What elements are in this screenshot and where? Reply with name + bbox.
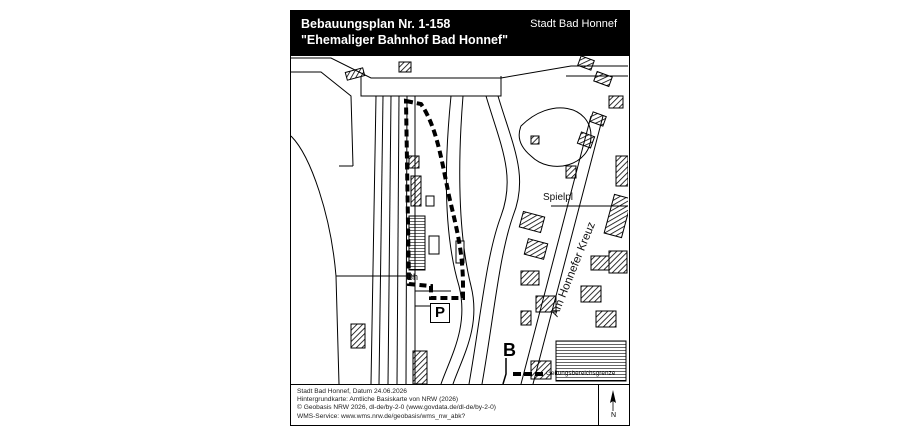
- north-label: N: [611, 412, 617, 419]
- plan-boundary: [403, 98, 465, 300]
- city-name: Stadt Bad Honnef: [530, 18, 617, 30]
- plan-sheet: Bebauungsplan Nr. 1-158 "Ehemaliger Bahn…: [290, 10, 630, 426]
- plan-title: Bebauungsplan Nr. 1-158: [301, 17, 451, 31]
- footer-text: Stadt Bad Honnef, Datum 24.06.2026 Hinte…: [297, 388, 496, 421]
- footer-line-date: Stadt Bad Honnef, Datum 24.06.2026: [297, 388, 407, 395]
- legend-boundary-swatch: [513, 371, 543, 376]
- parking-symbol: P: [430, 303, 450, 323]
- map-area[interactable]: Spielpl Am Honnefer Kreuz Bh P B: [291, 56, 628, 384]
- bus-stop-marker: [502, 358, 507, 384]
- footer: Stadt Bad Honnef, Datum 24.06.2026 Hinte…: [291, 384, 629, 425]
- legend: Geltungsbereichsgrenze: [513, 370, 615, 377]
- legend-boundary-label: Geltungsbereichsgrenze: [546, 370, 616, 377]
- north-arrow-box: N: [598, 385, 629, 425]
- footer-line-license: © Geobasis NRW 2026, dl-de/by-2-0 (www.g…: [297, 404, 496, 412]
- bus-stop-symbol: B: [503, 340, 516, 360]
- footer-line-basemap: Hintergrundkarte: Amtliche Basiskarte vo…: [297, 396, 459, 404]
- label-station-building: Bh: [407, 272, 419, 282]
- plan-subtitle: "Ehemaliger Bahnhof Bad Honnef": [301, 33, 509, 47]
- title-bar: Bebauungsplan Nr. 1-158 "Ehemaliger Bahn…: [291, 11, 629, 56]
- north-arrow-icon: [610, 390, 616, 411]
- buildings: [344, 56, 628, 384]
- label-playground: Spielpl: [543, 192, 574, 203]
- map-drawing: [291, 56, 628, 384]
- footer-line-wms: WMS-Service: www.wms.nrw.de/geobasis/wms…: [297, 412, 466, 420]
- road-network: [291, 57, 628, 384]
